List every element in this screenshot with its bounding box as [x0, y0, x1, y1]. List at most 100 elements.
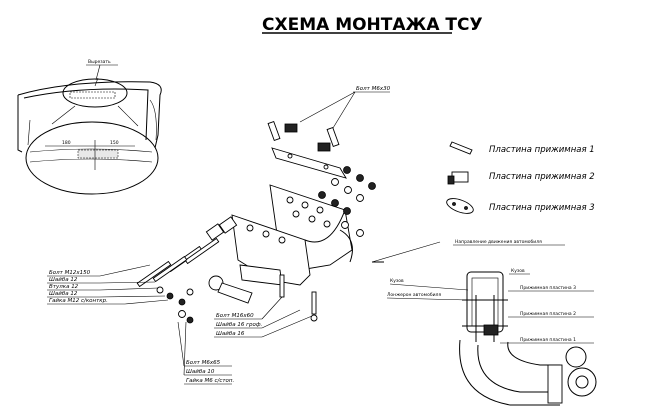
zoom-cut-area [77, 149, 119, 159]
tow-ball-top [565, 346, 587, 368]
clamp-plate [483, 324, 499, 336]
fastener-label: Гайка М12 с/конткр. [49, 298, 108, 304]
nut [186, 316, 194, 324]
bracket-arm [339, 229, 353, 263]
fastener-label: Шайба 12 [49, 291, 78, 297]
bracket-hole-9 [278, 236, 286, 244]
cut-label-leader [95, 64, 101, 81]
leader [261, 309, 301, 329]
bolt-top-label: Болт М6х30 [356, 86, 391, 92]
bracket-hole-6 [323, 220, 331, 228]
hitch-curve-inner [477, 344, 555, 393]
plate-3-label: Пластина прижимная 3 [489, 203, 595, 213]
top-plate [271, 147, 347, 179]
plate1-label: Прижимная пластина 1 [520, 337, 576, 343]
bottom-bolt-1 [279, 274, 285, 298]
plate-3-icon [446, 198, 474, 214]
nut [343, 207, 351, 215]
sleeve-1 [205, 223, 225, 241]
spar-profile [466, 271, 504, 333]
bumper-right-rib [149, 99, 157, 141]
tow-ball-center [575, 375, 589, 389]
washer [341, 221, 349, 229]
tow-ball-neck [217, 282, 253, 304]
zoom-bumper-line-2 [29, 158, 153, 163]
center-fastener-labels: Болт М16х60 Шайба 16 гроф. Шайба 16 [214, 296, 313, 338]
hitch-block [547, 364, 563, 404]
leader [99, 295, 166, 298]
fastener-label: Втулка 12 [49, 284, 79, 290]
plate-2-bracket [447, 175, 455, 185]
hitch-top-line [507, 341, 560, 366]
fastener-label: Болт М6х65 [186, 360, 221, 366]
section-view: Направление движения автомобиля Кузов Ло… [371, 239, 597, 406]
left-bolts [136, 216, 318, 324]
spar-label: Лонжерон автомобиля [387, 292, 441, 298]
top-bolt-1 [267, 120, 281, 142]
detail-zoom-circle [25, 121, 159, 195]
long-bolt-4 [152, 255, 188, 283]
washer [344, 186, 352, 194]
washer [356, 194, 364, 202]
cut-zone-ellipse [62, 78, 128, 108]
nut [331, 199, 339, 207]
bracket-hole-2 [301, 201, 309, 209]
top-plate-hole-1 [287, 153, 293, 159]
bottom-fastener-labels: Болт М6х65 Шайба 10 Гайка М6 с/стоп. [177, 321, 235, 385]
bracket-curve [304, 209, 346, 243]
top-plate-hole-2 [323, 164, 329, 170]
fastener-label: Шайба 16 гроф. [216, 322, 263, 328]
zoom-line-right [117, 105, 139, 127]
plate-1-icon [449, 141, 473, 155]
bolt-top-leader-2 [332, 91, 356, 129]
cut-zone [69, 91, 116, 99]
diagram-title: СХЕМА МОНТАЖА ТСУ [262, 15, 483, 35]
leader [261, 296, 283, 320]
dim-left-value: 180 [62, 140, 71, 146]
cut-label: Вырезать [88, 59, 111, 65]
top-parts: Болт М6х30 [267, 86, 391, 179]
cut-leader [94, 77, 99, 87]
fastener-label: Шайба 10 [186, 369, 215, 375]
bracket-hole-5 [308, 215, 316, 223]
washer [310, 314, 318, 322]
zoom-line-left [51, 105, 76, 125]
nut [368, 182, 376, 190]
plates-legend: Пластина прижимная 1 Пластина прижимная … [446, 141, 595, 214]
washer-stack [318, 166, 376, 237]
beam-leader [371, 241, 441, 263]
washer [356, 229, 364, 237]
bumper-inner-line [23, 88, 149, 141]
bracket-hole-7 [246, 224, 254, 232]
plate-2-label: Пластина прижимная 2 [489, 172, 595, 182]
beam-direction-label: Направление движения автомобиля [455, 239, 542, 245]
washer [156, 286, 164, 294]
nut [178, 298, 186, 306]
leader [99, 281, 156, 284]
bumper-outline [17, 81, 162, 149]
plate2-label: Прижимная пластина 2 [520, 311, 576, 317]
plate-3-hole-2 [464, 206, 468, 210]
bracket-hole-8 [262, 230, 270, 238]
bracket-hole-1 [286, 196, 294, 204]
bumper-view: Вырезать 180 150 [17, 59, 162, 195]
left-fastener-labels: Болт М12х150 Шайба 12 Втулка 12 Шайба 12… [47, 264, 169, 305]
zoom-bumper-line [29, 148, 153, 153]
fastener-label: Болт М16х60 [216, 313, 254, 319]
fastener-label: Болт М12х150 [49, 270, 91, 276]
nut [318, 191, 326, 199]
fastener-label: Гайка М6 с/стоп. [186, 378, 235, 384]
washer [331, 178, 339, 186]
top-bolt-2 [326, 126, 340, 148]
towbar-bracket [208, 184, 353, 304]
bracket-hole-4 [292, 210, 300, 218]
fastener-label: Шайба 12 [49, 277, 78, 283]
leader [99, 264, 151, 277]
long-bolt-2 [184, 237, 220, 265]
fastener-label: Шайба 16 [216, 331, 245, 337]
hitch-curve-outer [459, 339, 560, 406]
body-tag: Кузов [511, 268, 525, 274]
plate-1-label: Пластина прижимная 1 [489, 145, 595, 155]
